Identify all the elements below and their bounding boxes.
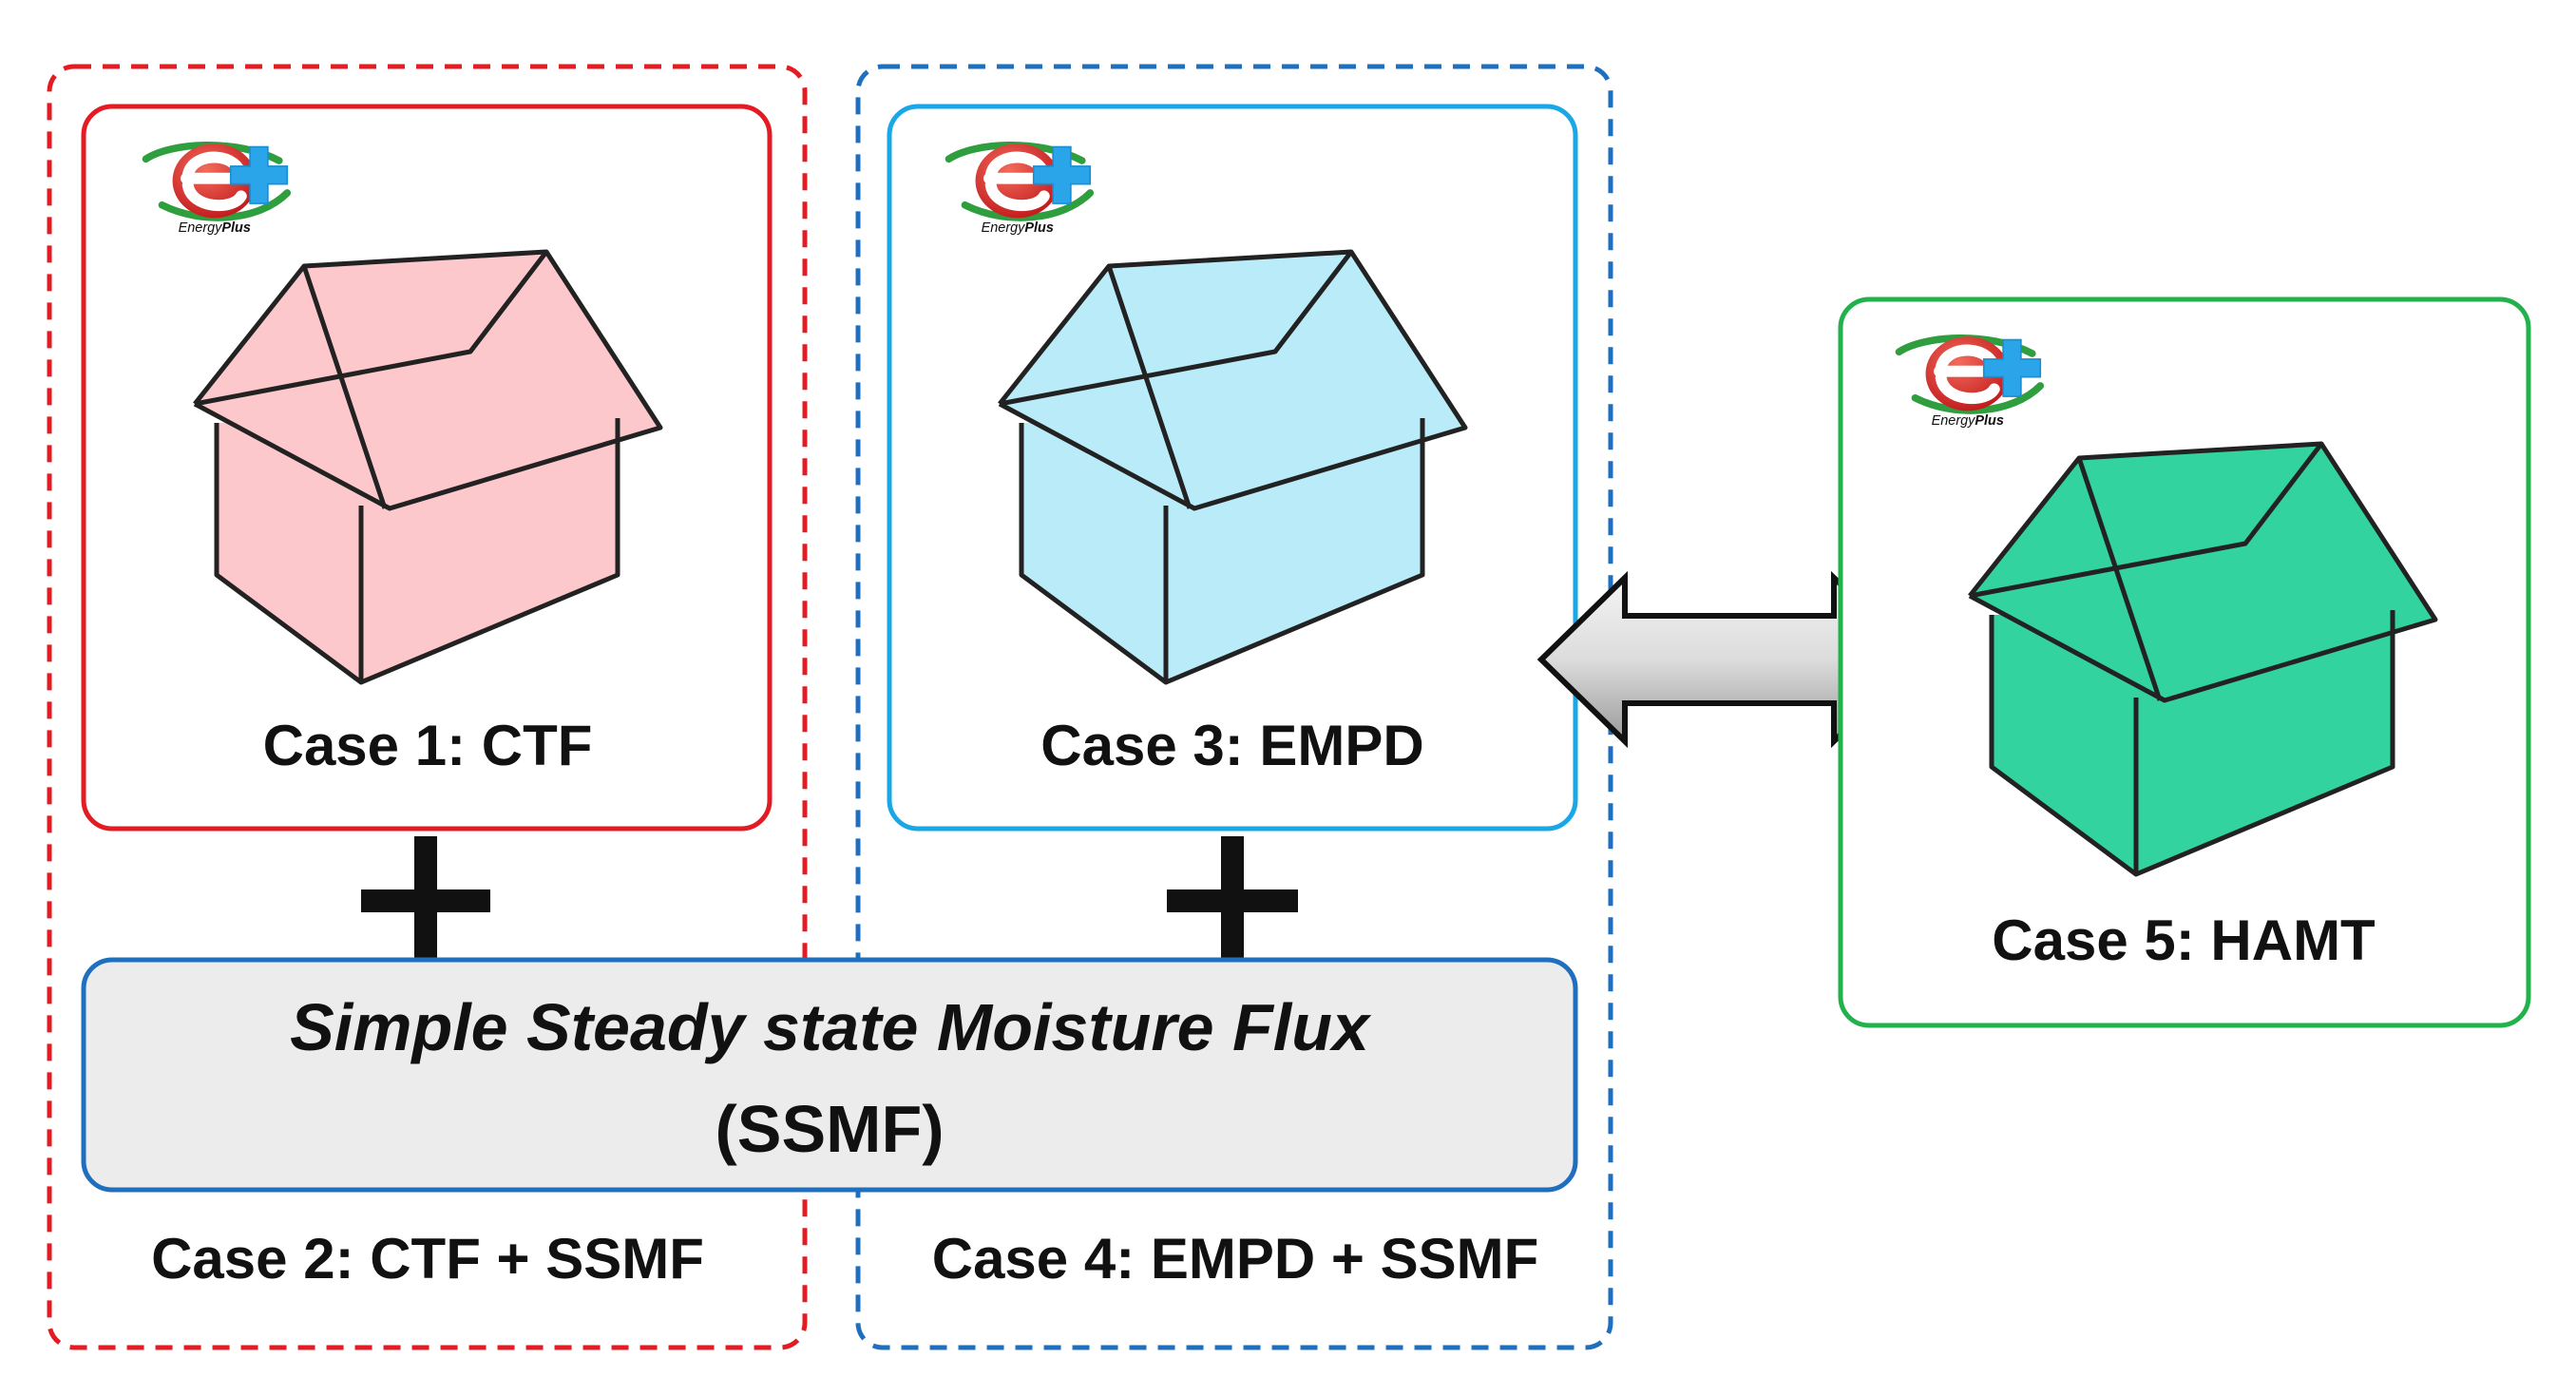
case3-label: Case 3: EMPD — [1040, 714, 1423, 777]
plus-sign-icon — [1167, 836, 1298, 960]
energyplus-logo-icon: EnergyPlus — [146, 143, 289, 236]
house-ctf-icon — [193, 249, 663, 685]
ssmf-title: Simple Steady state Moisture Flux — [290, 990, 1372, 1064]
plus-sign-icon — [361, 836, 490, 960]
case1-label: Case 1: CTF — [263, 714, 593, 777]
case2-label: Case 2: CTF + SSMF — [151, 1227, 704, 1291]
case4-group-frame — [855, 64, 1613, 1350]
logo-caption: EnergyPlus — [1932, 413, 2004, 429]
logo-caption: EnergyPlus — [982, 220, 1054, 236]
energyplus-logo-icon: EnergyPlus — [949, 143, 1092, 236]
ssmf-box — [81, 957, 1578, 1193]
energyplus-logo-icon: EnergyPlus — [1899, 336, 2042, 429]
ssmf-abbreviation: (SSMF) — [715, 1092, 944, 1166]
case5-label: Case 5: HAMT — [1992, 908, 2375, 972]
house-empd-icon — [998, 249, 1468, 685]
case2-group-frame — [47, 64, 808, 1350]
logo-caption: EnergyPlus — [179, 220, 251, 236]
house-hamt-icon — [1968, 441, 2438, 877]
case4-label: Case 4: EMPD + SSMF — [932, 1227, 1539, 1291]
